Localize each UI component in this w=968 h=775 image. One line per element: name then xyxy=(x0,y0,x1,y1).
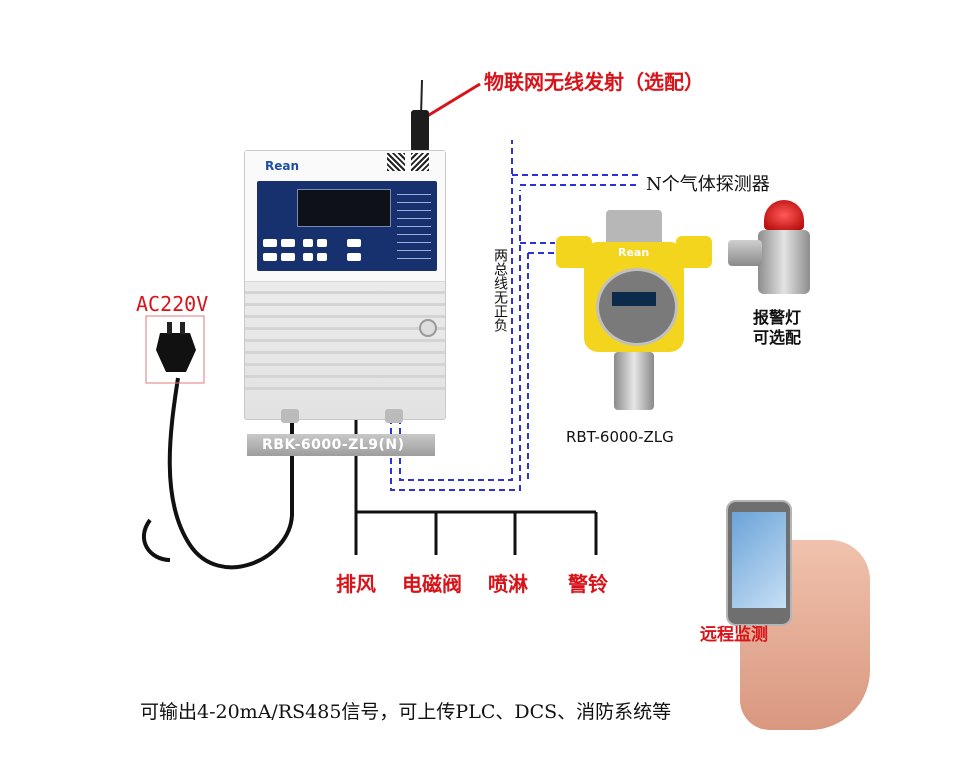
detector-display xyxy=(612,292,656,306)
plug-outline xyxy=(145,315,205,384)
power-label: AC220V xyxy=(136,292,209,316)
detector-sensor-head xyxy=(614,352,654,410)
plug-icon xyxy=(156,333,196,372)
qr-code-icon xyxy=(387,153,405,171)
detector-model-label: RBT-6000-ZLG xyxy=(566,428,674,446)
gas-detector: Rean xyxy=(556,206,712,420)
bus-label: 两总线无正负 xyxy=(492,248,508,332)
panel-lock-icon xyxy=(419,319,437,337)
output-sprinkler: 喷淋 xyxy=(488,572,528,596)
alarm-lamp-dome xyxy=(764,200,804,230)
wireless-label: 物联网无线发射（选配） xyxy=(484,70,704,94)
qr-code-icon xyxy=(411,153,429,171)
phone-hand xyxy=(720,500,870,740)
output-bell: 警铃 xyxy=(568,572,608,596)
controller-top-face: Rean xyxy=(245,151,445,282)
output-solenoid-valve: 电磁阀 xyxy=(402,572,462,596)
alarm-fitting xyxy=(728,240,762,266)
controller-model-label: RBK-6000-ZL9(N) xyxy=(262,437,405,453)
detector-cap xyxy=(606,210,662,246)
remote-monitoring-label: 远程监测 xyxy=(700,625,768,645)
detectors-label: N个气体探测器 xyxy=(646,174,770,195)
antenna-leader-line xyxy=(423,82,481,120)
output-exhaust: 排风 xyxy=(336,572,376,596)
antenna-base xyxy=(411,110,429,152)
alarm-light-label: 报警灯 可选配 xyxy=(752,308,801,347)
power-cable xyxy=(167,377,294,570)
lcd-screen xyxy=(297,189,391,227)
alarm-body xyxy=(758,230,810,294)
indicator-list xyxy=(397,187,431,265)
footer-note: 可输出4-20mA/RS485信号，可上传PLC、DCS、消防系统等 xyxy=(140,701,672,723)
controller-display-panel xyxy=(257,181,437,271)
detector-brand: Rean xyxy=(618,246,650,259)
keypad xyxy=(263,239,373,265)
detector-window xyxy=(596,268,678,346)
controller-model-bar xyxy=(247,434,435,456)
cable-gland xyxy=(281,409,299,423)
controller-panel: Rean xyxy=(244,150,446,423)
cable-gland xyxy=(385,409,403,423)
phone-screen xyxy=(732,512,786,608)
controller-brand: Rean xyxy=(265,159,300,173)
alarm-light xyxy=(728,200,818,300)
